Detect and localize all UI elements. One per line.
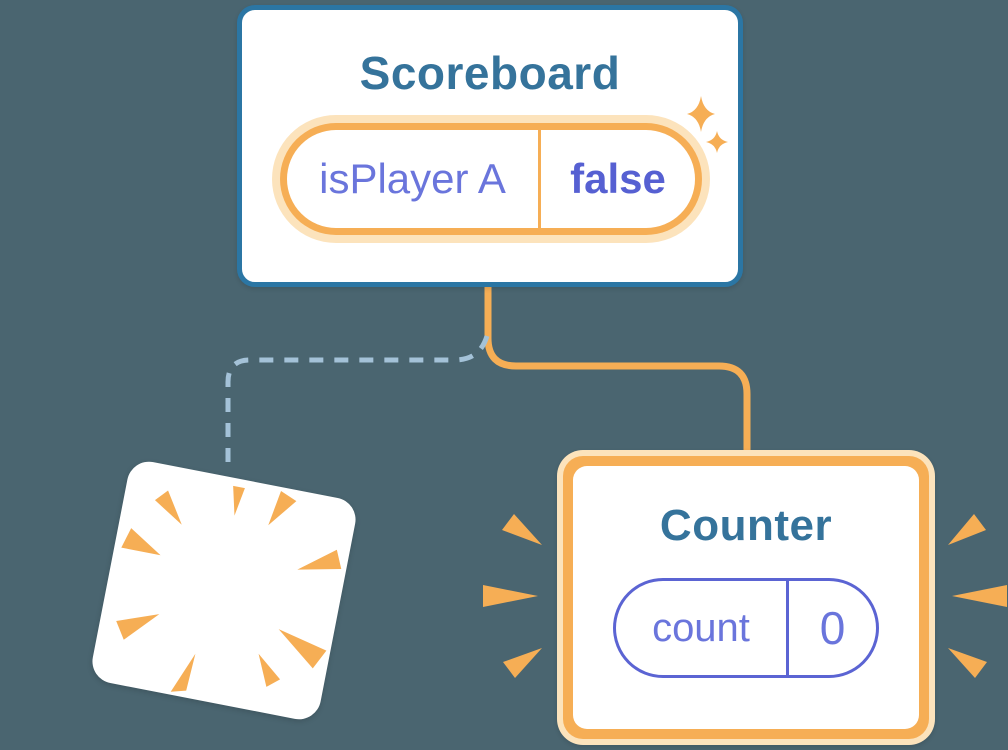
scoreboard-card: Scoreboard isPlayer A false [237,5,743,287]
state-pill-ring: isPlayer A false [280,123,702,235]
scoreboard-state-pill: isPlayer A false [272,115,710,243]
sparkles-icon [687,96,728,153]
state-label: isPlayer A [319,155,506,202]
counter-card-body: Counter count 0 [573,466,919,729]
burst-rays-right-icon [948,514,1007,678]
destroyed-component-card [88,457,360,724]
state-value: false [570,155,666,202]
count-value: 0 [819,602,846,655]
count-value-cell: 0 [789,581,876,675]
counter-title: Counter [659,501,833,550]
state-label-cell: isPlayer A [287,130,538,228]
state-pill-body: isPlayer A false [287,130,695,228]
burst-rays-left-icon [483,514,542,678]
state-value-cell: false [541,130,695,228]
pill-divider [538,130,541,228]
pill-divider [786,581,789,676]
counter-state-pill: count 0 [613,578,879,679]
removed-branch-connector [225,335,490,462]
counter-card: Counter count 0 [557,450,935,745]
poof-burst-icon [116,485,342,692]
count-label-cell: count [616,581,786,675]
counter-card-ring: Counter count 0 [563,456,929,739]
kept-branch-connector [484,282,751,458]
count-label: count [652,605,750,650]
scoreboard-title: Scoreboard [359,47,621,99]
